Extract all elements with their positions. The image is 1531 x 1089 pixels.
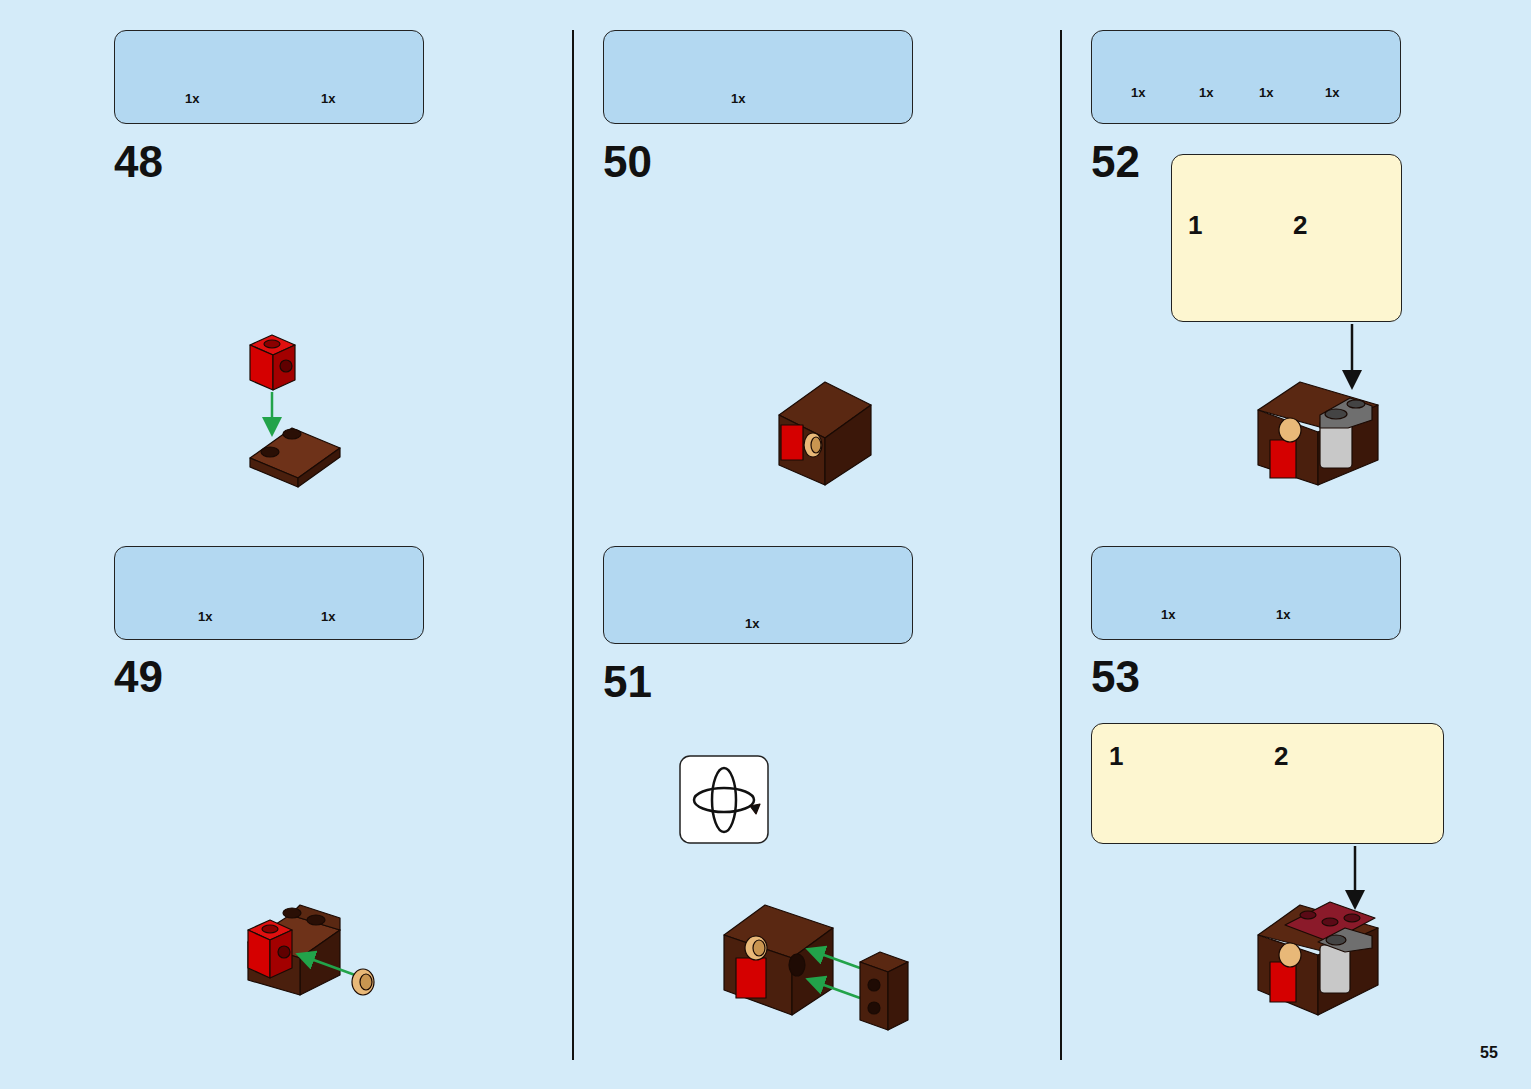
part-quantity: 1x (1259, 86, 1273, 99)
art-shape (250, 458, 298, 487)
parts-callout: 1x 1x (114, 546, 424, 640)
substep-number: 1 (1109, 743, 1123, 769)
part-quantity: 1x (198, 610, 212, 623)
art-shape (680, 756, 768, 843)
part-quantity: 1x (321, 610, 335, 623)
art-shape (1354, 846, 1357, 905)
art-shape (1060, 30, 1062, 1060)
art-shape (811, 437, 821, 453)
step50-art (779, 382, 871, 485)
art-shape (1258, 935, 1318, 1015)
art-shape (810, 980, 860, 998)
step-number: 49 (114, 655, 163, 699)
part-quantity: 1x (731, 92, 745, 105)
step48-art (250, 335, 340, 487)
art-shape (825, 405, 871, 485)
part-quantity: 1x (321, 92, 335, 105)
art-shape (745, 936, 767, 960)
part-quantity: 1x (1325, 86, 1339, 99)
page-number: 55 (1480, 1045, 1498, 1061)
art-shape (712, 768, 736, 832)
art-shape (273, 345, 295, 390)
art-shape (736, 958, 766, 998)
step-number: 50 (603, 140, 652, 184)
art-shape (278, 946, 290, 958)
step51-art (680, 756, 908, 1030)
art-shape (1318, 928, 1372, 952)
parts-callout: 1x 1x 1x 1x (1091, 30, 1401, 124)
art-shape (352, 969, 374, 995)
art-shape (248, 930, 270, 978)
art-shape (1326, 935, 1346, 945)
art-shape (868, 979, 880, 991)
art-shape (1270, 962, 1296, 1002)
art-shape (283, 429, 301, 439)
art-shape (781, 425, 803, 460)
step-number: 48 (114, 140, 163, 184)
art-shape (1300, 911, 1316, 919)
art-shape (270, 930, 292, 978)
substep-number: 2 (1274, 743, 1288, 769)
parts-callout: 1x 1x (1091, 546, 1401, 640)
art-shape (1344, 914, 1360, 922)
art-shape (1279, 418, 1301, 442)
part-quantity: 1x (745, 617, 759, 630)
step-number: 52 (1091, 140, 1140, 184)
subassembly-box: 12 (1171, 154, 1402, 322)
part-icons (183, 54, 1368, 610)
part-quantity: 1x (185, 92, 199, 105)
parts-callout: 1x (603, 30, 913, 124)
art-shape (572, 30, 574, 1060)
part-quantity: 1x (1199, 86, 1213, 99)
art-shape (262, 925, 278, 933)
art-shape (1325, 409, 1347, 419)
art-shape (694, 788, 754, 812)
parts-callout: 1x (603, 546, 913, 644)
art-shape (271, 392, 274, 432)
art-shape (1270, 440, 1296, 478)
step49-art (248, 905, 374, 995)
parts-callout: 1x 1x (114, 30, 424, 124)
art-shape (360, 974, 372, 990)
column-dividers (573, 30, 1061, 1060)
art-shape (250, 345, 273, 390)
art-shape (750, 804, 760, 814)
art-shape (789, 954, 805, 976)
part-quantity: 1x (1276, 608, 1290, 621)
art-shape (810, 950, 860, 968)
art-shape (261, 447, 279, 457)
art-shape (1279, 943, 1301, 967)
art-shape (298, 448, 340, 487)
art-shape (868, 1002, 880, 1014)
substep-number: 2 (1293, 212, 1307, 238)
step-number: 53 (1091, 655, 1140, 699)
subassembly-box: 12 (1091, 723, 1444, 844)
art-shape (1351, 324, 1354, 385)
art-shape (307, 915, 325, 925)
part-quantity: 1x (1161, 608, 1175, 621)
art-shape (1320, 398, 1372, 428)
step-number: 51 (603, 660, 652, 704)
art-shape (283, 908, 301, 918)
art-shape (1322, 918, 1338, 926)
art-shape (753, 940, 765, 956)
part-quantity: 1x (1131, 86, 1145, 99)
art-shape (1258, 410, 1318, 485)
art-shape (1347, 400, 1365, 408)
art-shape (779, 415, 825, 485)
art-shape (724, 935, 792, 1015)
art-shape (280, 360, 292, 372)
art-shape (264, 340, 280, 348)
art-shape (1318, 928, 1378, 1015)
art-shape (300, 955, 355, 975)
substep-number: 1 (1188, 212, 1202, 238)
art-shape (804, 433, 822, 457)
art-shape (860, 962, 888, 1030)
art-shape (888, 962, 908, 1030)
